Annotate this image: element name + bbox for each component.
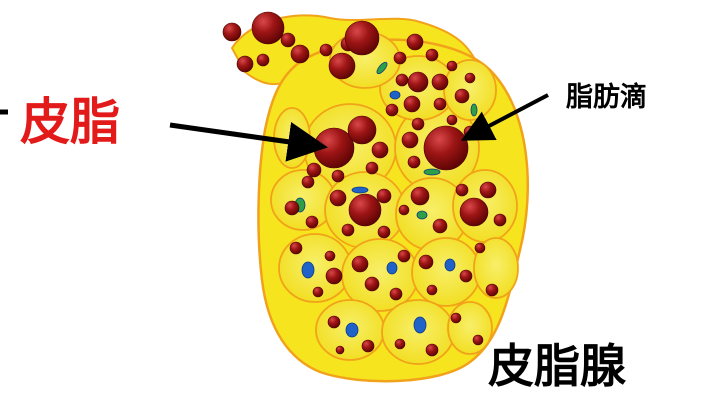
lipid-droplet-label: 脂肪滴 (566, 75, 647, 114)
sebum-label: 皮脂 (20, 82, 120, 154)
sebaceous-gland-label: 皮脂腺 (488, 330, 626, 396)
